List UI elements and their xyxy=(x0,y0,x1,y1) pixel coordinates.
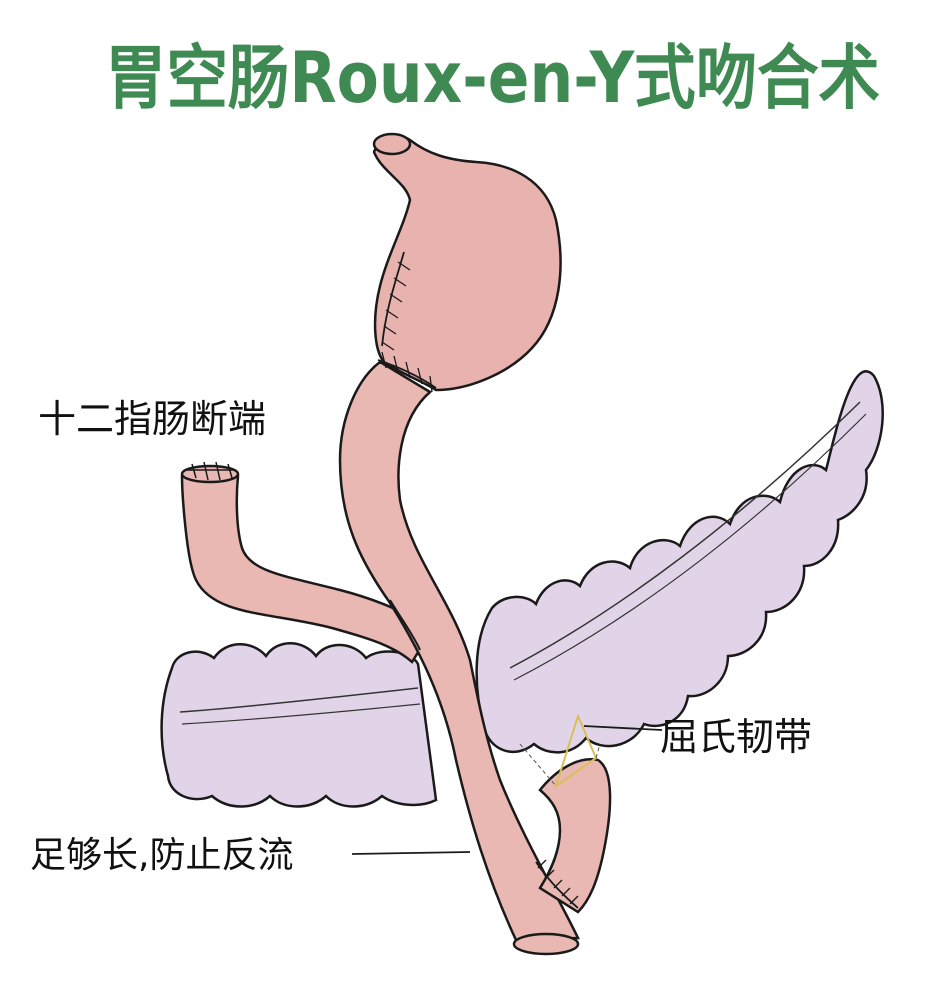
label-long-enough: 足够长,防止反流 xyxy=(30,835,294,876)
transverse-colon-left xyxy=(160,642,438,808)
diagram-title: 胃空肠Roux-en-Y式吻合术 xyxy=(105,37,880,119)
transverse-colon-right xyxy=(475,370,884,754)
treitz-ligament xyxy=(519,713,601,789)
stomach-pouch xyxy=(372,132,562,393)
roux-limb xyxy=(338,360,580,942)
leader-treitz xyxy=(583,725,663,731)
leader-long-enough xyxy=(351,851,471,855)
label-treitz-ligament: 屈氏韧带 xyxy=(660,715,813,759)
label-duodenal-stump: 十二指肠断端 xyxy=(38,397,267,441)
